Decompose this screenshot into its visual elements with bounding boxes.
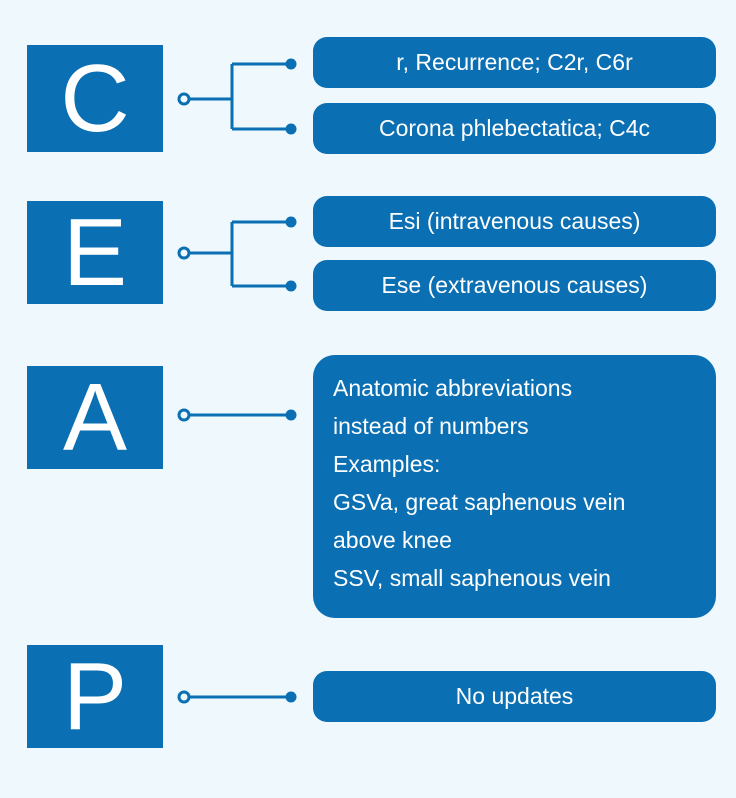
letter-a-box: A xyxy=(27,366,163,469)
a-line-5: above knee xyxy=(333,527,452,553)
p-item-no-updates: No updates xyxy=(313,671,716,722)
c-item-corona: Corona phlebectatica; C4c xyxy=(313,103,716,154)
letter-e-box: E xyxy=(27,201,163,304)
connector-a-end-dot xyxy=(285,409,297,421)
letter-c-box: C xyxy=(27,45,163,152)
connector-c-end-dot-2 xyxy=(285,123,297,135)
e-item-esi: Esi (intravenous causes) xyxy=(313,196,716,247)
connector-p-end-dot xyxy=(285,691,297,703)
e-item-ese-text: Ese (extravenous causes) xyxy=(381,272,648,298)
a-line-2: instead of numbers xyxy=(333,413,529,439)
connector-c-end-dot-1 xyxy=(285,58,297,70)
a-line-3: Examples: xyxy=(333,451,441,477)
a-line-6: SSV, small saphenous vein xyxy=(333,565,611,591)
letter-e: E xyxy=(62,198,128,306)
e-item-esi-text: Esi (intravenous causes) xyxy=(388,208,641,234)
letter-p-box: P xyxy=(27,645,163,748)
e-item-ese: Ese (extravenous causes) xyxy=(313,260,716,311)
connector-e-end-dot-1 xyxy=(285,216,297,228)
connector-c xyxy=(190,62,290,131)
connector-e-start-dot xyxy=(177,246,191,260)
c-item-corona-text: Corona phlebectatica; C4c xyxy=(378,115,651,141)
a-line-1: Anatomic abbreviations xyxy=(333,375,573,401)
c-item-recurrence: r, Recurrence; C2r, C6r xyxy=(313,37,716,88)
connector-p-start-dot xyxy=(177,690,191,704)
letter-p: P xyxy=(62,642,128,750)
connector-a-start-dot xyxy=(177,408,191,422)
a-item-anatomic: Anatomic abbreviations instead of number… xyxy=(313,355,716,618)
connector-e-end-dot-2 xyxy=(285,280,297,292)
a-line-4: GSVa, great saphenous vein xyxy=(333,489,626,515)
connector-e xyxy=(190,220,290,288)
c-item-recurrence-text: r, Recurrence; C2r, C6r xyxy=(396,49,633,75)
letter-c: C xyxy=(60,44,130,152)
letter-a: A xyxy=(62,363,128,471)
p-item-no-updates-text: No updates xyxy=(455,683,574,709)
connector-c-start-dot xyxy=(177,92,191,106)
